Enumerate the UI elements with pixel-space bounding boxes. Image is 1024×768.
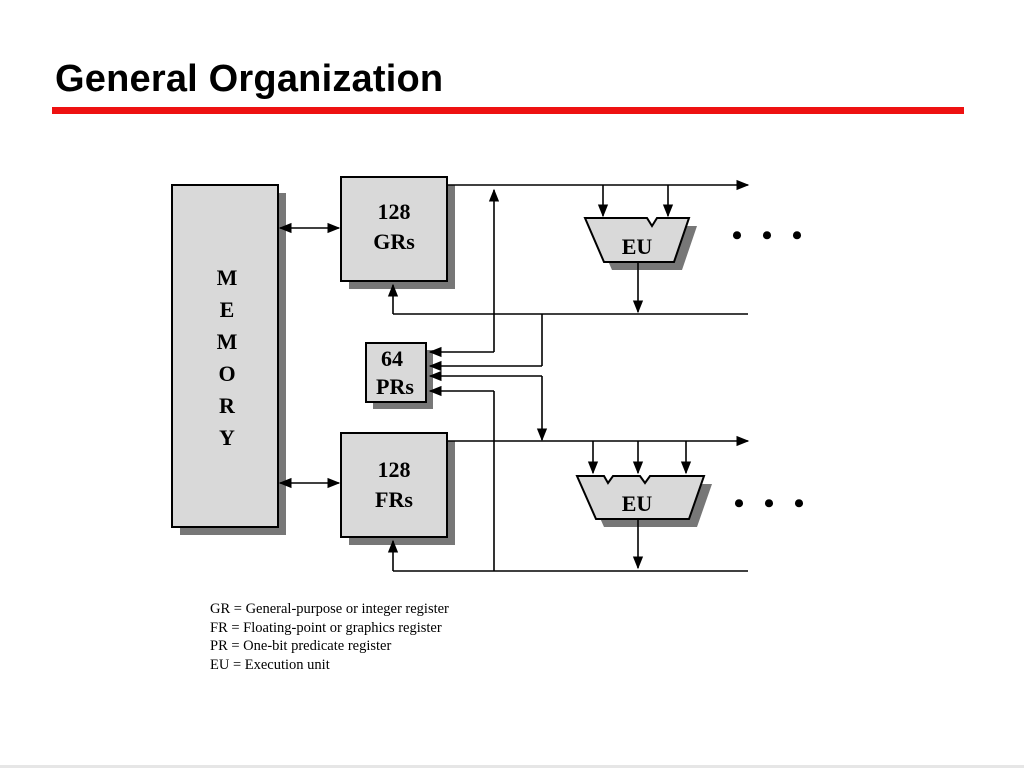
memory-block: M E M O R Y (171, 184, 286, 535)
fr-box-count: 128 (378, 457, 411, 482)
legend-item: GR = General-purpose or integer register (210, 601, 449, 617)
gr-box-name: GRs (373, 229, 415, 254)
gr-register-box: 128 GRs (340, 176, 455, 289)
bottom-result-bus (387, 539, 748, 572)
title-underline (52, 107, 964, 114)
pr-register-box: 64 PRs (365, 342, 433, 409)
memory-letter: O (218, 361, 235, 386)
memory-letter: R (219, 393, 236, 418)
fr-box-name: FRs (375, 487, 413, 512)
memory-letter: M (217, 329, 238, 354)
bottom-result-to-pr (428, 385, 495, 571)
footer-divider (0, 765, 1024, 768)
legend-item: FR = Floating-point or graphics register (210, 619, 442, 636)
eu-top-label: EU (622, 234, 653, 259)
pr-box-name: PRs (376, 374, 414, 399)
gr-bus-to-pr (428, 188, 500, 358)
top-result-bus (387, 283, 748, 315)
execution-unit-bottom: EU (575, 475, 712, 527)
execution-unit-top: EU (583, 217, 697, 270)
memory-letter: Y (219, 425, 235, 450)
eu-bottom-label: EU (622, 491, 653, 516)
more-units-ellipsis-bottom: • • • (734, 487, 811, 520)
pr-box-count: 64 (381, 346, 403, 371)
legend-item: PR = One-bit predicate register (210, 638, 392, 654)
legend-item: EU = Execution unit (210, 656, 330, 673)
bottom-operand-bus (447, 435, 750, 475)
fr-register-box: 128 FRs (340, 432, 455, 545)
memory-letter: E (220, 297, 235, 322)
gr-box-count: 128 (378, 199, 411, 224)
more-units-ellipsis-top: • • • (732, 219, 809, 252)
diagram-legend: GR = General-purpose or integer register… (210, 600, 449, 674)
memory-letter: M (217, 265, 238, 290)
slide-title: General Organization (55, 58, 444, 100)
top-operand-bus (447, 179, 750, 218)
pr-result-link (428, 314, 548, 442)
